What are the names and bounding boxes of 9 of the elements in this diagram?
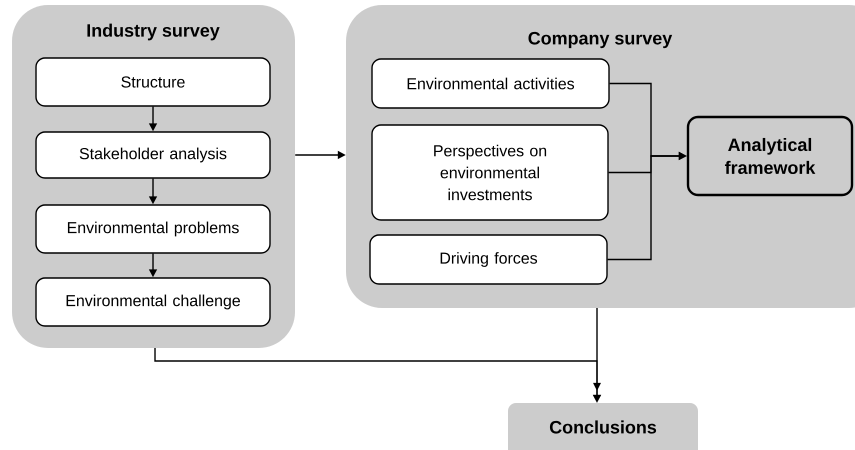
- conclusion-box: Conclusions: [508, 403, 698, 450]
- process-box: Structure: [35, 57, 271, 107]
- result-box: Analytical framework: [686, 116, 854, 196]
- process-box: Driving forces: [369, 234, 608, 285]
- process-box: Perspectives on environmental investments: [371, 124, 609, 221]
- process-box: Stakeholder analysis: [35, 131, 271, 179]
- process-box: Environmental activities: [371, 58, 610, 109]
- process-box: Environmental challenge: [35, 277, 271, 327]
- process-box: Environmental problems: [35, 204, 271, 254]
